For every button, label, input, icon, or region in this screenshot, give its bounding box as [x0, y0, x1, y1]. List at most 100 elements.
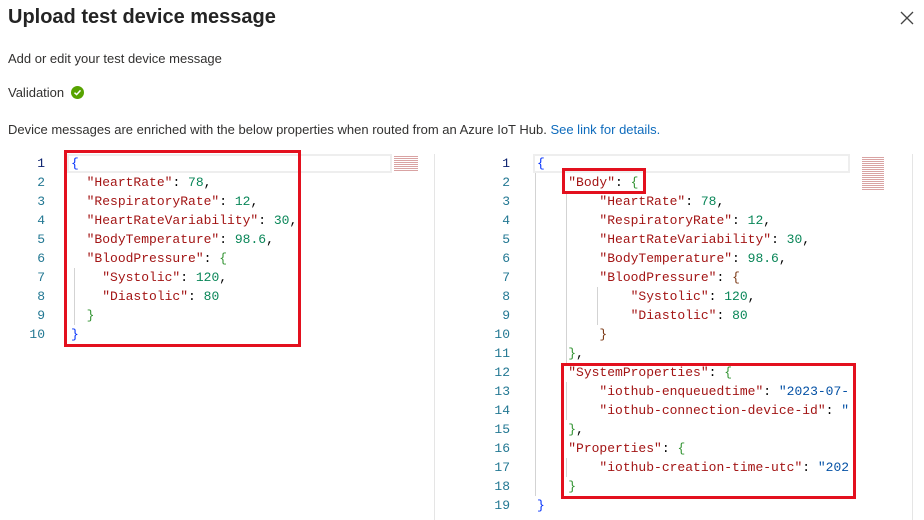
code-text: "iothub-creation-time-utc": "2023 — [537, 458, 850, 477]
token-p: , — [747, 289, 756, 304]
token-p: : — [219, 194, 235, 209]
code-line: 10} — [0, 325, 392, 344]
code-line: 7 "Systolic": 120, — [0, 268, 392, 287]
token-p: : — [203, 251, 220, 266]
token-k: "BodyTemperature" — [599, 251, 733, 266]
token-b2: { — [219, 251, 228, 266]
code-line: 12 "SystemProperties": { — [480, 363, 850, 382]
token-k: "Systolic" — [630, 289, 709, 304]
token-b2: { — [630, 175, 639, 190]
token-b2: } — [86, 308, 95, 323]
left-minimap[interactable] — [394, 155, 418, 171]
token-p — [537, 251, 599, 266]
code-line: 1{ — [480, 154, 850, 173]
code-line: 8 "Diastolic": 80 — [0, 287, 392, 306]
message-editor[interactable]: 1{2 "HeartRate": 78,3 "RespiratoryRate":… — [0, 154, 392, 354]
code-text: }, — [537, 420, 584, 439]
token-p: : — [732, 213, 748, 228]
code-text: "BodyTemperature": 98.6, — [537, 249, 787, 268]
code-line: 18 } — [480, 477, 850, 496]
token-p — [537, 346, 568, 361]
indent-guide — [566, 192, 567, 363]
token-s: "s — [841, 403, 850, 418]
token-p: : — [771, 232, 787, 247]
token-p: : — [802, 460, 818, 475]
line-number: 8 — [37, 289, 45, 304]
token-k: "Properties" — [568, 441, 662, 456]
close-icon[interactable] — [898, 9, 916, 27]
token-n: 80 — [203, 289, 220, 304]
code-text: "RespiratoryRate": 12, — [537, 211, 771, 230]
token-b1: { — [537, 156, 545, 171]
token-p — [537, 270, 599, 285]
token-p: : — [615, 175, 631, 190]
code-text: { — [537, 154, 545, 173]
code-text: "BodyTemperature": 98.6, — [71, 230, 274, 249]
line-number: 6 — [37, 251, 45, 266]
line-number: 9 — [37, 308, 45, 323]
token-b1: } — [71, 327, 79, 342]
token-p: , — [219, 270, 228, 285]
line-number: 7 — [502, 270, 510, 285]
line-number: 3 — [502, 194, 510, 209]
line-number: 1 — [37, 156, 45, 171]
info-message: Device messages are enriched with the be… — [8, 122, 551, 137]
token-p: , — [763, 213, 772, 228]
line-number: 11 — [494, 346, 510, 361]
right-minimap[interactable] — [862, 156, 884, 190]
token-p — [537, 308, 631, 323]
token-k: "RespiratoryRate" — [599, 213, 733, 228]
code-line: 2 "Body": { — [480, 173, 850, 192]
code-text: "Body": { — [537, 173, 638, 192]
validation-status: Validation — [8, 85, 85, 100]
token-p — [537, 213, 599, 228]
enriched-message-preview: 1{2 "Body": {3 "HeartRate": 78,4 "Respir… — [480, 154, 850, 520]
code-line: 16 "Properties": { — [480, 439, 850, 458]
line-number: 2 — [37, 175, 45, 190]
line-number: 13 — [494, 384, 510, 399]
code-text: "Systolic": 120, — [537, 287, 756, 306]
token-p: : — [188, 289, 204, 304]
token-n: 98.6 — [747, 251, 779, 266]
line-number: 10 — [29, 327, 45, 342]
token-s: "2023 — [817, 460, 850, 475]
token-p — [537, 289, 631, 304]
indent-guide — [535, 173, 536, 496]
token-p: , — [716, 194, 725, 209]
token-p: : — [763, 384, 779, 399]
token-k: "HeartRate" — [599, 194, 686, 209]
right-scrollbar[interactable] — [912, 154, 913, 520]
token-k: "Systolic" — [102, 270, 181, 285]
line-number: 6 — [502, 251, 510, 266]
token-n: 78 — [188, 175, 204, 190]
token-p: : — [716, 308, 733, 323]
line-number: 5 — [37, 232, 45, 247]
left-scrollbar[interactable] — [434, 154, 435, 520]
indent-guide — [597, 287, 598, 325]
line-number: 1 — [502, 156, 510, 171]
token-p: : — [258, 213, 274, 228]
token-k: "SystemProperties" — [568, 365, 709, 380]
token-k: "HeartRateVariability" — [86, 213, 259, 228]
token-p: , — [266, 232, 274, 247]
line-number: 7 — [37, 270, 45, 285]
details-link[interactable]: See link for details. — [550, 122, 661, 137]
token-p: : — [708, 365, 725, 380]
token-p: , — [289, 213, 298, 228]
current-line-highlight — [533, 154, 850, 173]
code-line: 10 } — [480, 325, 850, 344]
token-p: , — [778, 251, 787, 266]
code-text: } — [71, 325, 79, 344]
code-line: 6 "BodyTemperature": 98.6, — [480, 249, 850, 268]
code-text: } — [71, 306, 95, 325]
code-text: } — [537, 496, 545, 515]
indent-guide — [566, 458, 567, 477]
token-p: , — [203, 175, 212, 190]
line-number: 15 — [494, 422, 510, 437]
token-n: 78 — [700, 194, 717, 209]
code-line: 7 "BloodPressure": { — [480, 268, 850, 287]
token-n: 120 — [724, 289, 748, 304]
token-b3: } — [599, 327, 608, 342]
token-b2: } — [568, 346, 577, 361]
line-number: 3 — [37, 194, 45, 209]
